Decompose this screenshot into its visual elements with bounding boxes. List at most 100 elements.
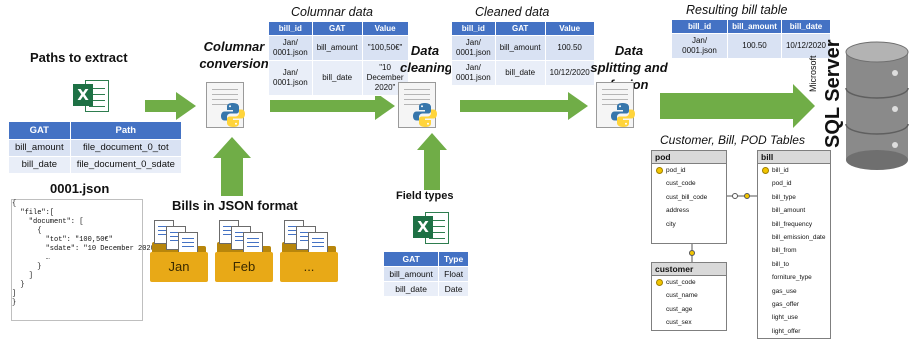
paths-to-extract-title: Paths to extract [30,50,128,65]
folder-icon: ... [280,220,340,282]
pod-field: cust_code [666,180,696,188]
bill-field: bill_from [772,247,797,255]
key-icon [656,279,663,286]
folder-label: ... [280,252,338,282]
field-types-table: GAT Type bill_amount Float bill_date Dat… [382,251,469,297]
columnar-cell: bill_amount [311,35,363,61]
data-cleaning-title: Data cleaning [400,43,453,75]
bill-field: light_offer [772,327,801,335]
cleaned-cell: Jan/ 0001.json [451,35,496,61]
json-line: "document": [ [12,218,84,226]
json-line: ] [12,272,34,280]
result-header: bill_date [780,19,832,34]
json-line: "tot": "100,50€" [12,236,113,244]
columnar-cell: Jan/ 0001.json [268,60,313,96]
folder-icon: Feb [215,220,275,282]
key-icon [762,167,769,174]
excel-icon: X [413,210,449,244]
excel-icon: X [73,78,109,112]
types-cell: Date [438,281,469,297]
columnar-data-table: bill_id GAT Value Jan/ 0001.json bill_am… [268,21,409,96]
cleaned-data-table: bill_id GAT Value Jan/ 0001.json bill_am… [451,21,595,86]
bills-json-title: Bills in JSON format [172,198,298,213]
columnar-conversion-title: Columnar conversion [199,39,269,71]
python-doc-icon [206,82,246,128]
json-file-title: 0001.json [50,181,110,196]
customer-field: cust_age [666,305,693,313]
paths-table-header: Path [69,121,183,140]
erd-title: Customer, Bill, POD Tables [660,133,805,147]
pod-table-name: pod [652,151,726,164]
customer-table-name: customer [652,263,726,276]
columnar-cell: Jan/ 0001.json [268,35,313,61]
folder-label: Feb [215,252,273,282]
result-header: bill_id [670,19,729,34]
cleaned-cell: bill_amount [494,35,546,61]
arrow-cleaning-to-splitting [460,92,588,120]
paths-table-cell: bill_date [8,156,71,174]
json-line: … [12,254,50,262]
json-line: { [12,200,17,208]
types-cell: bill_amount [382,266,440,282]
columnar-data-title: Columnar data [291,5,373,19]
python-doc-icon [596,82,636,128]
types-header: GAT [382,251,440,267]
customer-field: cust_name [666,292,698,300]
columnar-cell: "100,50€" [361,35,409,61]
cleaned-cell: 10/12/2020 [544,60,595,86]
bill-field: bill_amount [772,207,806,215]
bill-field: bill_emission_date [772,233,826,241]
database-icon [845,41,909,170]
bill-field: gas_use [772,287,797,295]
bill-table: bill bill_id pod_id bill_type bill_amoun… [757,150,831,339]
pod-field: cust_bill_code [666,193,708,201]
cleaned-cell: 100.50 [544,35,595,61]
bill-table-name: bill [758,151,830,164]
key-icon [656,167,663,174]
cleaned-cell: Jan/ 0001.json [451,60,496,86]
folder-label: Jan [150,252,208,282]
types-cell: bill_date [382,281,440,297]
bill-field: bill_type [772,193,796,201]
folder-icon: Jan [150,220,210,282]
arrow-types-to-cleaning [417,133,447,190]
json-line: } [12,281,25,289]
cleaned-data-title: Cleaned data [475,5,550,19]
bill-field: bill_id [758,164,830,177]
arrow-conversion-to-cleaning [270,92,395,120]
pod-table: pod pod_id cust_code cust_bill_code addr… [651,150,727,244]
paths-table: GAT Path bill_amount file_document_0_tot… [8,121,183,174]
bill-field: gas_offer [772,300,799,308]
bill-field: light_use [772,314,799,322]
customer-table: customer cust_code cust_name cust_age cu… [651,262,727,331]
resulting-bill-table: bill_id bill_amount bill_date Jan/ 0001.… [670,19,832,59]
columnar-header: GAT [311,21,363,36]
result-cell: 100.50 [727,33,782,59]
result-header: bill_amount [727,19,782,34]
json-line: } [12,299,17,307]
types-cell: Float [438,266,469,282]
paths-table-header: GAT [8,121,71,140]
arrow-bills-to-conversion [213,137,251,196]
microsoft-label: Microsoft [808,55,818,92]
resulting-table-title: Resulting bill table [686,3,788,17]
arrow-paths-to-conversion [145,92,196,120]
field-types-title: Field types [396,190,454,202]
json-line: { [12,227,42,235]
pod-field: address [666,207,690,215]
json-line: } [12,263,42,271]
columnar-header: Value [361,21,409,36]
paths-table-cell: file_document_0_tot [69,139,183,157]
python-doc-icon [398,82,438,128]
cleaned-header: GAT [494,21,546,36]
bill-field: bill_to [772,260,789,268]
bill-field: forniture_type [772,274,812,282]
result-cell: Jan/ 0001.json [670,33,729,59]
json-line: "sdate": "10 December 2020" [12,245,160,253]
json-line: "file":[ [12,209,55,217]
diagram-connectors [145,41,909,262]
columnar-cell: bill_date [311,60,363,96]
bill-field: bill_frequency [772,220,813,228]
json-sample: { "file":[ "document": [ { "tot": "100,5… [11,199,160,321]
sql-server-label: SQL Server [822,39,844,148]
